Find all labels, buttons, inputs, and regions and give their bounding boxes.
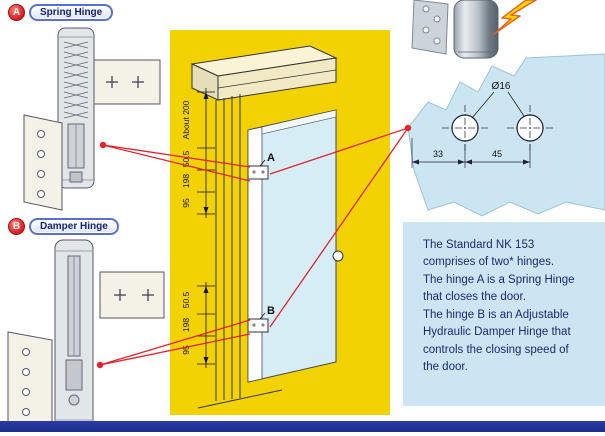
dim-33-label: 33 bbox=[433, 149, 443, 159]
photo-hinge-cylinder bbox=[453, 0, 499, 59]
door-frame-diagram: A B About 200 50.5 198 95 bbox=[181, 45, 344, 409]
plus-marks bbox=[106, 76, 144, 88]
screw-holes bbox=[22, 348, 30, 416]
spring-hinge-cylinder bbox=[57, 27, 95, 189]
photo-screw-holes bbox=[422, 5, 441, 45]
door-stile bbox=[247, 126, 263, 383]
damper-hinge-plate bbox=[99, 271, 165, 319]
diagram-label-b: B bbox=[267, 305, 275, 317]
description-line: comprises of two* hinges. bbox=[423, 256, 555, 269]
dimension-lines-top bbox=[197, 88, 215, 218]
dim-top-198: 198 bbox=[181, 174, 191, 188]
door-handle bbox=[332, 250, 344, 262]
diagram-label-a: A bbox=[267, 152, 275, 164]
description-line: the door. bbox=[423, 361, 468, 374]
spring-hinge-leaf bbox=[23, 114, 63, 211]
hinge-a-position bbox=[247, 165, 269, 180]
dim-45-label: 45 bbox=[492, 149, 502, 159]
hinge-photo bbox=[411, 0, 537, 59]
bottom-divider-bar bbox=[0, 421, 605, 432]
dimension-arrows-top bbox=[203, 92, 209, 214]
dim-top-95: 95 bbox=[181, 198, 191, 208]
hinge-b-position bbox=[247, 318, 269, 333]
screw-holes bbox=[37, 130, 45, 198]
dim-bottom-50-5: 50.5 bbox=[181, 291, 191, 308]
frame-jamb bbox=[215, 94, 241, 401]
badge-b-label: Damper Hinge bbox=[29, 218, 119, 235]
description-line: controls the closing speed of bbox=[423, 343, 569, 356]
damper-hinge-drawing bbox=[7, 239, 165, 431]
badge-b-circle: B bbox=[8, 218, 25, 235]
hole-diameter-label: Ø16 bbox=[492, 81, 511, 92]
badge-damper-hinge: B Damper Hinge bbox=[8, 218, 119, 235]
plus-marks bbox=[114, 289, 154, 301]
dim-bottom-198: 198 bbox=[181, 318, 191, 332]
torn-paper-shape bbox=[407, 53, 605, 217]
drilling-detail-panel: Ø16 33 45 bbox=[407, 53, 605, 217]
floor-line bbox=[197, 389, 283, 409]
spring-coil bbox=[63, 41, 89, 119]
lintel-end-face bbox=[191, 63, 219, 101]
description-line: The hinge B is an Adjustable bbox=[423, 308, 569, 321]
centerlines bbox=[442, 105, 553, 151]
badge-a-circle: A bbox=[8, 4, 25, 21]
description-line: The Standard NK 153 bbox=[423, 239, 535, 251]
description-box: The Standard NK 153 comprises of two* hi… bbox=[403, 222, 605, 406]
dim-about-200: About 200 bbox=[181, 100, 191, 139]
damper-hinge-leaf bbox=[7, 331, 53, 431]
detail-dim-lines bbox=[411, 138, 531, 168]
dim-bottom-95: 95 bbox=[181, 345, 191, 355]
description-line: Hydraulic Damper Hinge that bbox=[423, 326, 571, 339]
spring-hinge-drawing bbox=[23, 27, 161, 211]
lightning-bolt-icon bbox=[493, 0, 537, 35]
badge-spring-hinge: A Spring Hinge bbox=[8, 4, 114, 21]
description-line: The hinge A is a Spring Hinge bbox=[423, 273, 575, 286]
badge-a-label: Spring Hinge bbox=[29, 4, 114, 21]
spring-hinge-plate bbox=[91, 59, 161, 105]
detail-dim-arrows bbox=[412, 159, 530, 165]
dim-top-50-5: 50.5 bbox=[181, 150, 191, 167]
dimension-lines-bottom bbox=[197, 282, 215, 368]
installation-diagram-panel: A B About 200 50.5 198 95 bbox=[170, 30, 390, 415]
photo-hinge-plate bbox=[411, 0, 449, 55]
description-line: that closes the door. bbox=[423, 291, 526, 304]
